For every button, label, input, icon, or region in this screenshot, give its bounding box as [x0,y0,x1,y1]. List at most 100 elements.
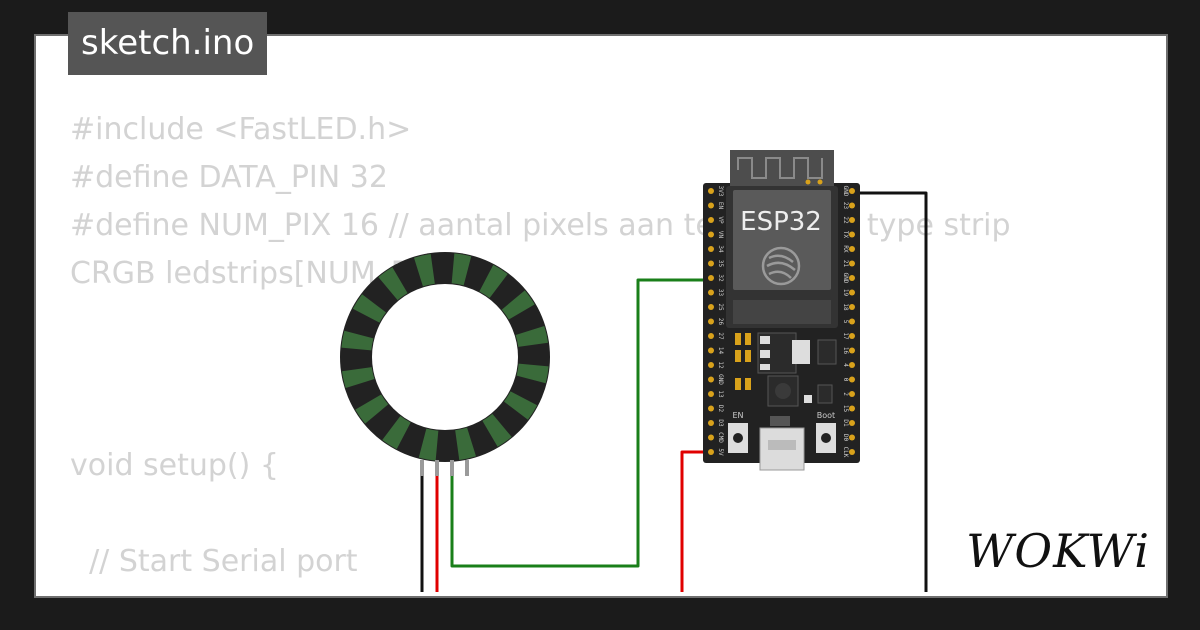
ring-pixel-gap [516,363,549,384]
boot-label: Boot [817,411,835,420]
pin-left-16[interactable] [708,420,714,426]
pin-left-9[interactable] [708,318,714,325]
data-wire[interactable] [450,278,714,568]
ring-pixel-gap [352,294,386,323]
pin-label: 27 [717,332,724,340]
pin-label: 17 [842,332,849,340]
pin-label: VN [717,231,724,239]
pin-label: 19 [842,289,849,297]
canvas-card [34,34,1168,598]
pin-right-15[interactable] [849,405,855,412]
pin-left-17[interactable] [708,434,714,441]
pin-left-18[interactable] [708,449,714,455]
pin-label: CMD [717,432,724,443]
pin-right-3[interactable] [849,231,855,238]
code-area-wrapper: #include <FastLED.h>#define DATA_PIN 32#… [34,34,1168,598]
pin-right-2[interactable] [849,217,855,223]
pin-left-1[interactable] [708,202,714,209]
antenna-area [730,150,834,188]
pin-right-13[interactable] [849,376,855,383]
file-tab[interactable]: sketch.ino [68,12,268,75]
pin-right-14[interactable] [849,391,855,397]
code-line: // Start Serial port [70,544,358,579]
pin-right-12[interactable] [849,362,855,368]
pin-label: D1 [842,419,849,427]
pin-left-2[interactable] [708,217,714,223]
pin-right-17[interactable] [849,434,855,441]
ring-pixel-gap [341,330,374,351]
ring-pixel-gap [504,391,538,420]
pin-right-0[interactable] [849,188,855,194]
ring-pixel-gap [515,325,549,347]
neopixel-ring[interactable] [340,252,550,476]
pin-label: 2 [842,392,849,396]
pin-right-16[interactable] [849,420,855,426]
ring-pixel-gap [341,367,375,389]
pin-label: 23 [842,202,849,210]
code-line: void setup() { [70,448,279,483]
pin-left-0[interactable] [708,188,714,194]
pin-left-10[interactable] [708,333,714,339]
pin-right-9[interactable] [849,318,855,325]
wokwi-logo: WOKWi [966,524,1150,578]
pin-right-8[interactable] [849,304,855,310]
code-line: Serial.begin(115200); [70,586,1011,596]
code-background: #include <FastLED.h>#define DATA_PIN 32#… [70,106,1011,596]
pin-left-11[interactable] [708,347,714,354]
pin-left-6[interactable] [708,275,714,281]
pin-label: 12 [717,361,724,369]
pin-right-4[interactable] [849,246,855,252]
ring-pixel-gap [382,416,411,450]
pin-label: GND [717,374,724,385]
pin-left-14[interactable] [708,391,714,397]
pin-right-10[interactable] [849,333,855,339]
pin-label: D2 [717,405,724,413]
usb-port[interactable] [759,427,805,471]
pin-right-6[interactable] [849,275,855,281]
pin-left-12[interactable] [708,362,714,368]
pin-left-4[interactable] [708,246,714,252]
pin-label: 18 [842,303,849,311]
ring-pixel-gap [378,267,408,301]
pin-label: 13 [717,390,724,398]
pin-left-7[interactable] [708,289,714,296]
en-label: EN [732,411,743,420]
pin-right-1[interactable] [849,202,855,209]
esp32-board[interactable]: ESP32 EN Boot [703,150,860,471]
pin-right-7[interactable] [849,289,855,296]
pin-label: EN [717,202,724,210]
pin-left-13[interactable] [708,376,714,383]
pin-left-5[interactable] [708,260,714,267]
pin-right-5[interactable] [849,260,855,267]
pin-label: 35 [717,260,724,268]
board-title: ESP32 [740,207,822,237]
pin-label: D3 [717,419,724,427]
power-wire[interactable] [435,450,714,600]
pin-label: RX [842,245,849,253]
pin-left-15[interactable] [708,405,714,412]
pin-label: 21 [842,260,849,268]
pin-left-8[interactable] [708,304,714,310]
pin-label: 16 [842,347,849,355]
pin-left-3[interactable] [708,231,714,238]
pin-right-18[interactable] [849,449,855,455]
pin-label: 32 [717,274,724,282]
pin-right-11[interactable] [849,347,855,354]
code-line: #include <FastLED.h> [70,112,412,147]
pin-label: 14 [717,347,724,355]
ring-pixel-gap [418,428,439,461]
pin-label: 3V3 [717,186,724,197]
pin-label: 15 [842,405,849,413]
pin-label: GND [842,186,849,197]
en-button[interactable] [728,423,748,453]
pin-label: D0 [842,434,849,442]
ring-pixel-gap [413,253,435,287]
pin-label: TX [842,231,849,239]
pin-label: 5 [842,320,849,324]
left-pin-header: 3V3ENVPVN343532332526271412GND13D2D3CMD5… [708,186,724,456]
espressif-logo-icon [761,246,801,286]
ground-wire-board[interactable] [850,191,928,600]
boot-button[interactable] [816,423,836,453]
